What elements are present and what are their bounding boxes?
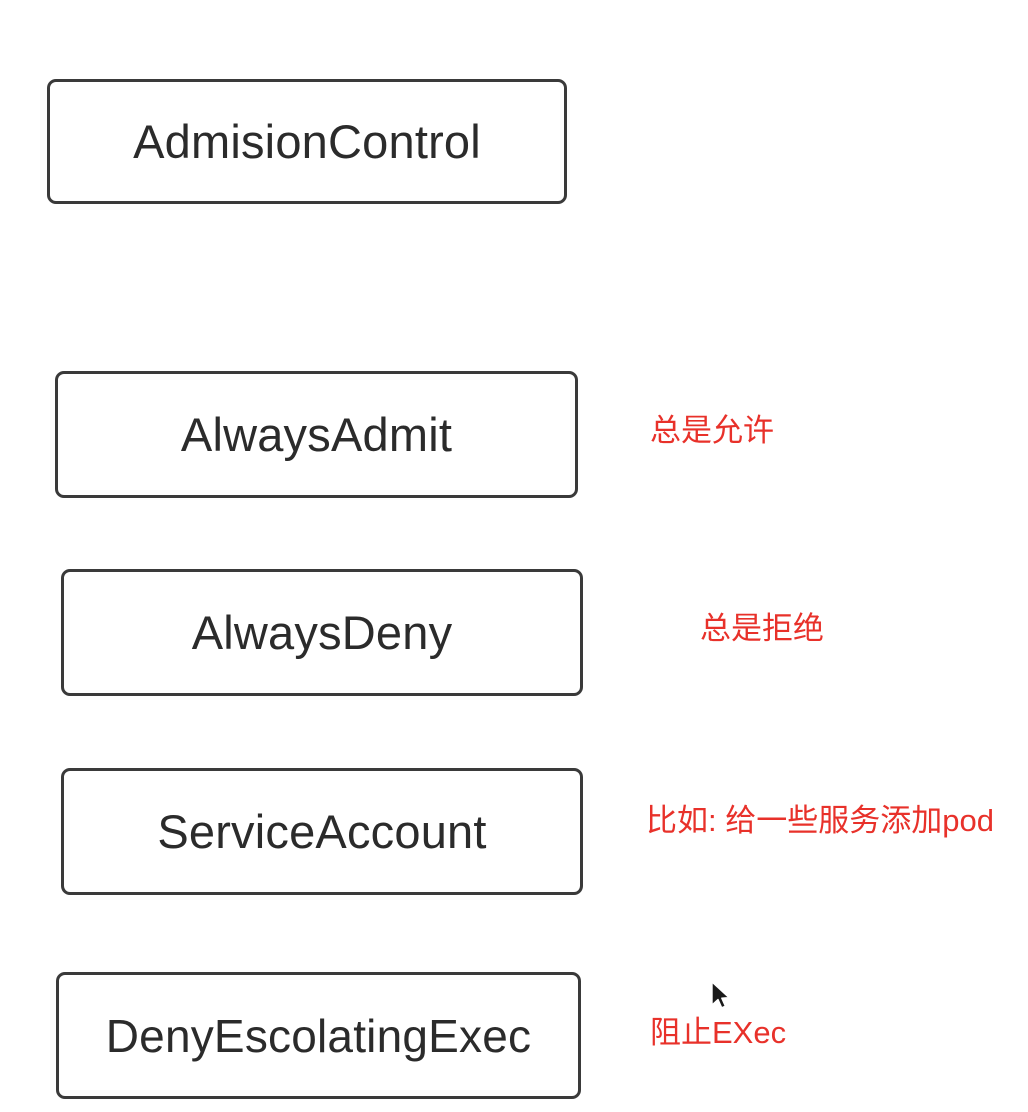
mouse-pointer-icon (711, 981, 730, 1009)
node-service-account[interactable]: ServiceAccount (61, 768, 583, 895)
node-admission-control-label: AdmisionControl (133, 115, 481, 168)
node-deny-escolating-exec[interactable]: DenyEscolatingExec (56, 972, 581, 1099)
node-always-deny[interactable]: AlwaysDeny (61, 569, 583, 696)
node-admission-control[interactable]: AdmisionControl (47, 79, 567, 204)
node-service-account-label: ServiceAccount (157, 805, 487, 858)
node-always-admit-label: AlwaysAdmit (180, 408, 453, 461)
annotation-service-account: 比如: 给一些服务添加pod (646, 803, 994, 838)
node-always-deny-label: AlwaysDeny (191, 606, 453, 659)
annotation-always-deny: 总是拒绝 (700, 611, 824, 646)
node-always-admit[interactable]: AlwaysAdmit (55, 371, 578, 498)
node-deny-escolating-exec-label: DenyEscolatingExec (105, 1009, 532, 1062)
annotation-deny-escolating-exec: 阻止EXec (650, 1015, 787, 1050)
annotation-always-admit: 总是允许 (650, 413, 774, 448)
